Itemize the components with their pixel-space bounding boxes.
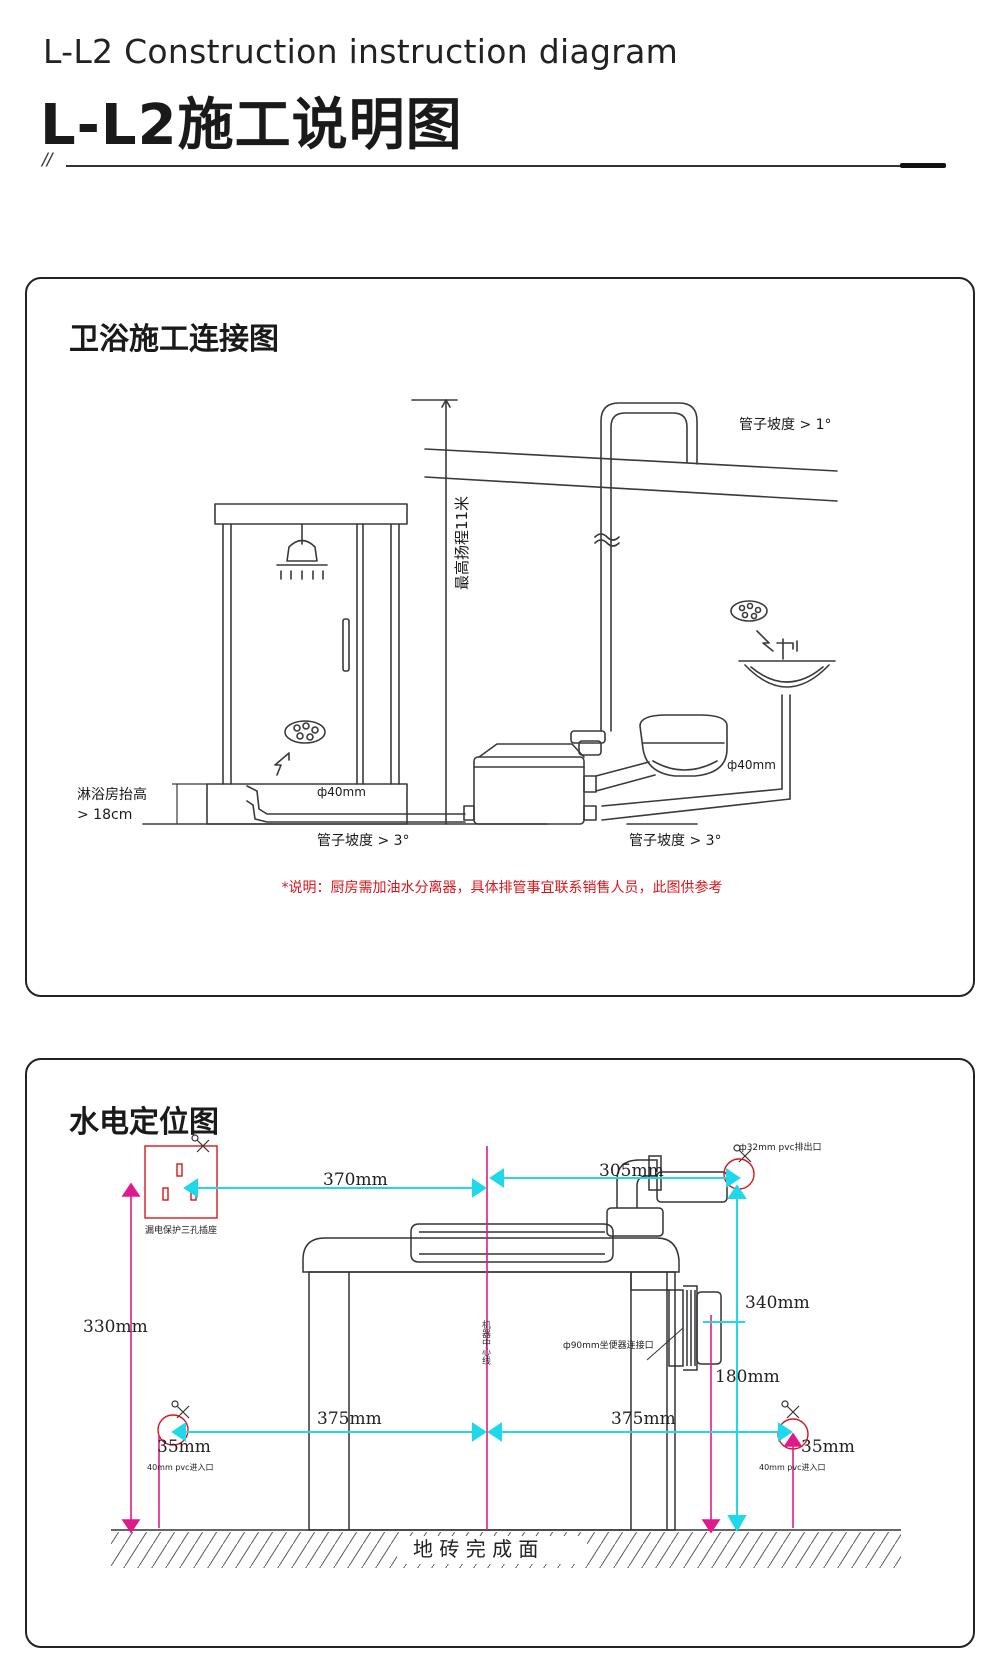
shower-drain-icon <box>274 720 326 776</box>
shower-raise-line2: > 18cm <box>77 807 132 823</box>
shower-cabin <box>206 503 408 825</box>
socket-icon <box>144 1145 218 1219</box>
toilet <box>595 714 728 792</box>
header-title-zh: L-L2施工说明图 <box>40 93 463 158</box>
dim-socket-to-center: 370mm <box>323 1170 388 1190</box>
centerline-label: 机器中心线 <box>480 1320 490 1365</box>
shower-head-icon <box>276 523 328 580</box>
socket-scissors-icon <box>196 1139 210 1153</box>
dim-socket-height: 330mm <box>83 1317 148 1337</box>
wash-basin <box>738 638 836 800</box>
shower-raise-line1: 淋浴房抬高 <box>77 786 147 803</box>
installation-note: *说明：厨房需加油水分离器，具体排管事宜联系销售人员，此图供参考 <box>282 879 723 896</box>
header-divider <box>66 165 946 167</box>
outlet-scissors-icon <box>738 1149 752 1163</box>
dim-right-inlet-height: 35mm <box>801 1437 855 1457</box>
dim-center-to-outlet: 305mm <box>599 1161 664 1181</box>
utility-diagram-title: 水电定位图 <box>69 1105 219 1140</box>
floor-label: 地 砖 完 成 面 <box>413 1537 538 1561</box>
right-inlet-scissors-icon <box>786 1405 800 1419</box>
outlet-label: ф32mm pvc排出口 <box>739 1141 822 1153</box>
slope-right-label: 管子坡度 > 3° <box>629 833 722 849</box>
bathroom-diagram-drawing: 最高扬程11米 管子坡度 > 1° 管子坡度 > 3° 管子坡度 > 3° 淋浴… <box>77 399 838 896</box>
right-inlet-label: 40mm pvc进入口 <box>759 1463 826 1472</box>
left-inlet-marker-circle <box>157 1414 189 1446</box>
bathroom-diagram-title: 卫浴施工连接图 <box>69 322 279 357</box>
header-title-en: L-L2 Construction instruction diagram <box>43 32 679 71</box>
slope-left-label: 管子坡度 > 3° <box>317 833 410 849</box>
divider-mark: // <box>42 150 53 170</box>
pipe-right-label: ф40mm <box>727 758 776 772</box>
left-inlet-label: 40mm pvc进入口 <box>147 1463 214 1472</box>
dim-left-inlet-offset: 375mm <box>317 1409 382 1429</box>
dim-left-inlet-height: 35mm <box>157 1437 211 1457</box>
bathroom-diagram-card: 卫浴施工连接图 <box>25 277 975 997</box>
machine-body <box>302 1155 728 1531</box>
utility-diagram-drawing: 370mm 305mm 330mm 340mm 180mm 375mm 375m… <box>83 1134 901 1568</box>
utility-diagram-card: 水电定位图 <box>25 1058 975 1648</box>
slope-top-label: 管子坡度 > 1° <box>739 417 832 433</box>
socket-label: 漏电保护三孔插座 <box>145 1224 217 1236</box>
toilet-connector-label: ф90mm坐便器连接口 <box>563 1339 654 1351</box>
dim-outlet-height: 340mm <box>745 1293 810 1313</box>
pipe-left-label: ф40mm <box>317 785 366 799</box>
pump-unit <box>463 730 606 825</box>
basin-drain-icon <box>730 600 774 652</box>
max-lift-label: 最高扬程11米 <box>453 496 471 590</box>
dim-toilet-connector-height: 180mm <box>715 1367 780 1387</box>
dim-right-inlet-offset: 375mm <box>611 1409 676 1429</box>
header-divider-accent <box>900 163 946 168</box>
